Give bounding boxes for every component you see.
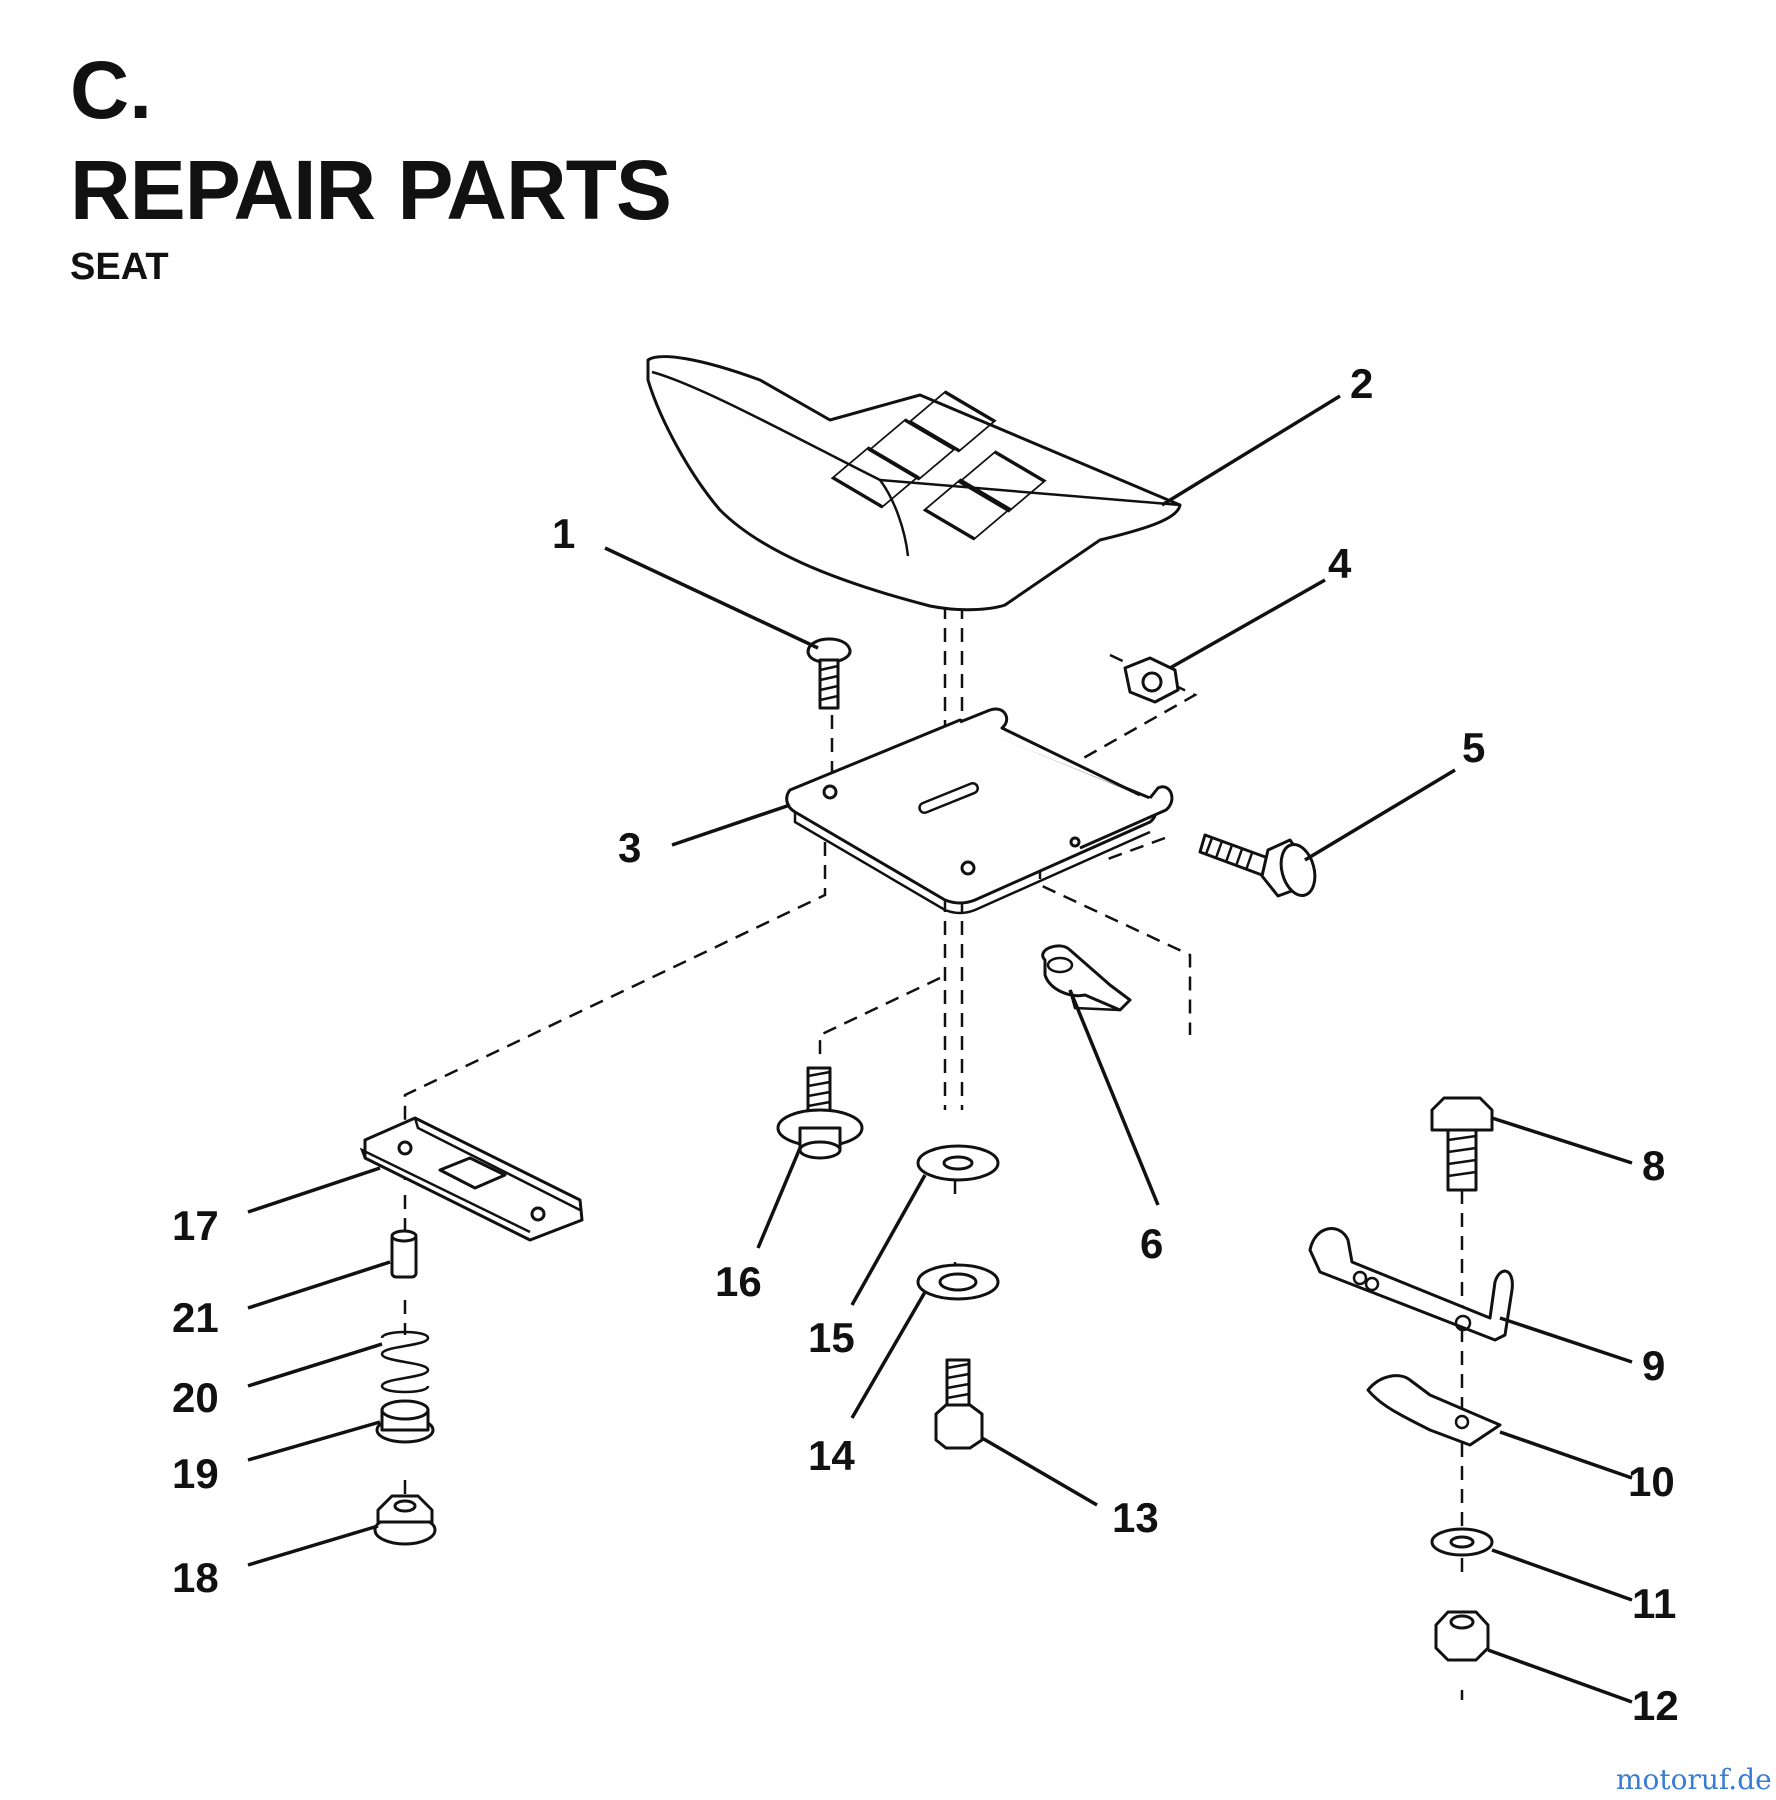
callout-14: 14 [808, 1432, 855, 1479]
clip-part-6 [1041, 944, 1132, 1012]
seat-part-2 [646, 355, 1182, 612]
callout-6: 6 [1140, 1220, 1163, 1267]
callout-labels: 1 2 3 4 5 6 8 9 10 11 12 13 14 15 16 17 … [172, 360, 1679, 1729]
callout-16: 16 [715, 1258, 762, 1305]
callout-19: 19 [172, 1450, 219, 1497]
washer-part-11 [1430, 1527, 1494, 1557]
leader-lines [247, 394, 1633, 1704]
clip-plate-part-10 [1366, 1374, 1502, 1447]
washer-part-15 [916, 1144, 1000, 1182]
spring-part-20 [380, 1330, 430, 1394]
lock-nut-part-12 [1434, 1610, 1490, 1662]
angle-bracket-part-9 [1308, 1227, 1514, 1342]
section-letter: C. [70, 45, 152, 136]
callout-9: 9 [1642, 1342, 1665, 1389]
callout-8: 8 [1642, 1142, 1665, 1189]
hex-bolt-part-13 [934, 1358, 984, 1450]
pin-part-21 [390, 1229, 418, 1279]
seat-pad-grooves [830, 390, 1047, 541]
hex-bolt-part-8 [1430, 1096, 1494, 1192]
bushing-part-19 [375, 1399, 435, 1444]
callout-11: 11 [1632, 1580, 1676, 1627]
callout-1: 1 [552, 510, 575, 557]
page-subtitle: SEAT [70, 246, 169, 288]
callout-15: 15 [808, 1314, 855, 1361]
callout-21: 21 [172, 1294, 219, 1341]
callout-3: 3 [618, 824, 641, 871]
callout-12: 12 [1632, 1682, 1679, 1729]
callout-18: 18 [172, 1554, 219, 1601]
callout-10: 10 [1628, 1458, 1675, 1505]
callout-5: 5 [1462, 724, 1485, 771]
watermark-logo: motoruf.de [1616, 1763, 1772, 1796]
washer-part-14 [916, 1263, 1000, 1301]
callout-17: 17 [172, 1202, 219, 1249]
page-title: REPAIR PARTS [70, 143, 672, 237]
callout-13: 13 [1112, 1494, 1159, 1541]
slide-bracket-part-17 [359, 1116, 584, 1242]
flange-bolt-part-16 [776, 1066, 864, 1160]
callout-2: 2 [1350, 360, 1373, 407]
callout-4: 4 [1328, 540, 1352, 587]
shoulder-bolt-part-5 [1198, 833, 1317, 898]
hex-nut-part-4 [1123, 656, 1180, 704]
callout-20: 20 [172, 1374, 219, 1421]
carriage-bolt-part-1 [806, 637, 852, 710]
flange-nut-part-18 [373, 1494, 437, 1546]
seat-plate-part-3 [785, 707, 1174, 915]
